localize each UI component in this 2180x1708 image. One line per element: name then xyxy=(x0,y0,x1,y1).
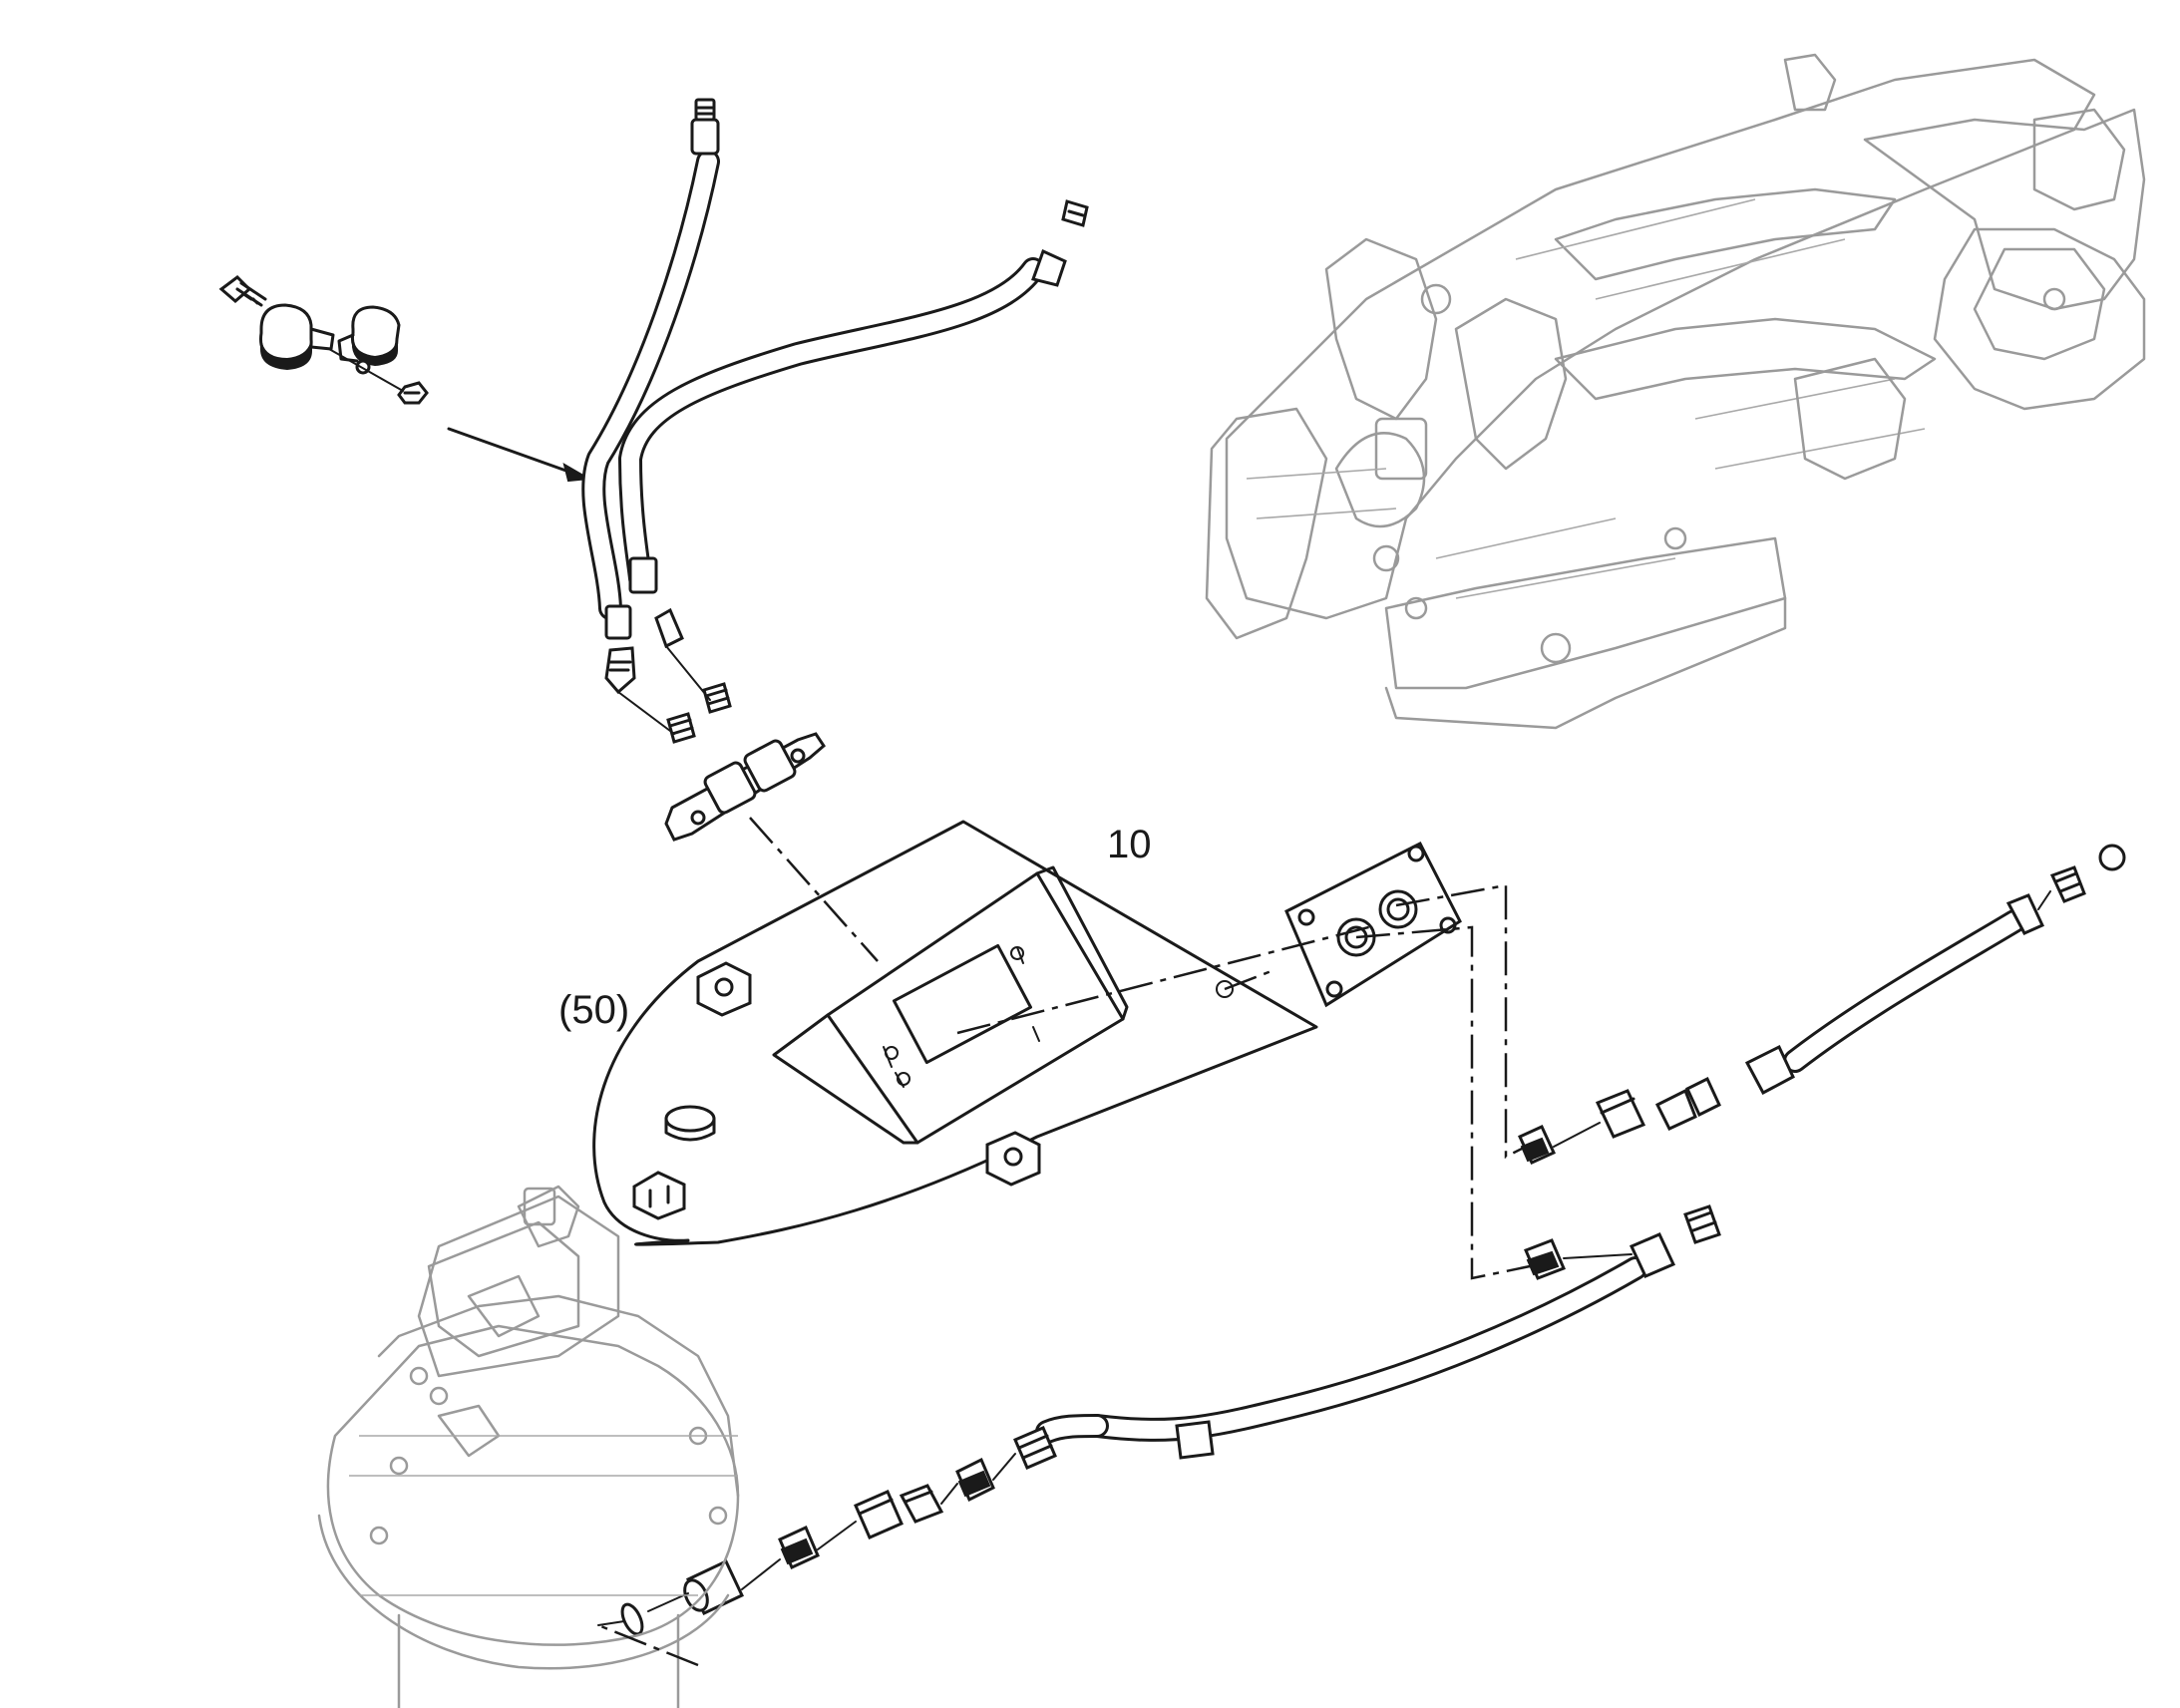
elbow-adapter-right xyxy=(1595,1089,1646,1139)
p-clamp-right xyxy=(337,305,401,367)
upper-hose-fitting-bottom-left xyxy=(604,604,636,695)
nut-right-upper xyxy=(1518,1125,1556,1165)
nut-bottom-1 xyxy=(955,1457,995,1503)
clamp-bolt xyxy=(218,275,267,307)
callout-part-50: (50) xyxy=(558,988,629,1032)
rubber-pad-bottom-right xyxy=(985,1131,1041,1187)
undercarriage-frame-reference xyxy=(1205,53,2146,730)
elbow-fitting-bottom xyxy=(1013,1426,1057,1470)
hose-end-fitting-left xyxy=(1654,1044,1795,1131)
upper-hose-fitting-top-right xyxy=(1031,199,1089,287)
clamp-nut xyxy=(397,381,429,405)
upper-hose-pair xyxy=(581,98,1089,842)
o-ring-bottom xyxy=(620,1602,644,1636)
bulkhead-plate-upper xyxy=(664,732,826,842)
plug-cap xyxy=(664,1105,716,1142)
callout-part-10: 10 xyxy=(1107,823,1152,866)
adapter-left xyxy=(666,712,696,744)
bottom-fitting-chain xyxy=(597,1426,1057,1636)
adapter-bottom xyxy=(854,1484,944,1539)
rubber-pad-bottom-left xyxy=(632,1171,686,1220)
coupling-bottom xyxy=(683,1559,744,1615)
travel-motor-reference xyxy=(317,1185,740,1708)
rubber-pad-top xyxy=(696,961,752,1017)
cover-plate-part-10 xyxy=(592,820,1318,1246)
nut-right-lower xyxy=(1524,1238,1566,1280)
upper-hose-fitting-top-left xyxy=(690,98,720,156)
nut-bottom-2 xyxy=(778,1525,820,1570)
connection-lines xyxy=(597,817,1531,1667)
hose-sleeve xyxy=(1175,1420,1215,1460)
bulkhead-plate-right xyxy=(1284,841,1462,1008)
hose-fitting-top xyxy=(1629,1204,1721,1278)
adapter-right xyxy=(702,682,732,714)
right-hose-lower xyxy=(1035,1204,1721,1460)
hose-clamp-assembly xyxy=(218,275,592,483)
upper-hose-fitting-bottom-right xyxy=(628,556,684,649)
p-clamp-left xyxy=(259,303,335,371)
hose-end-fitting-right xyxy=(2005,844,2126,935)
right-hose-upper xyxy=(1518,844,2126,1165)
